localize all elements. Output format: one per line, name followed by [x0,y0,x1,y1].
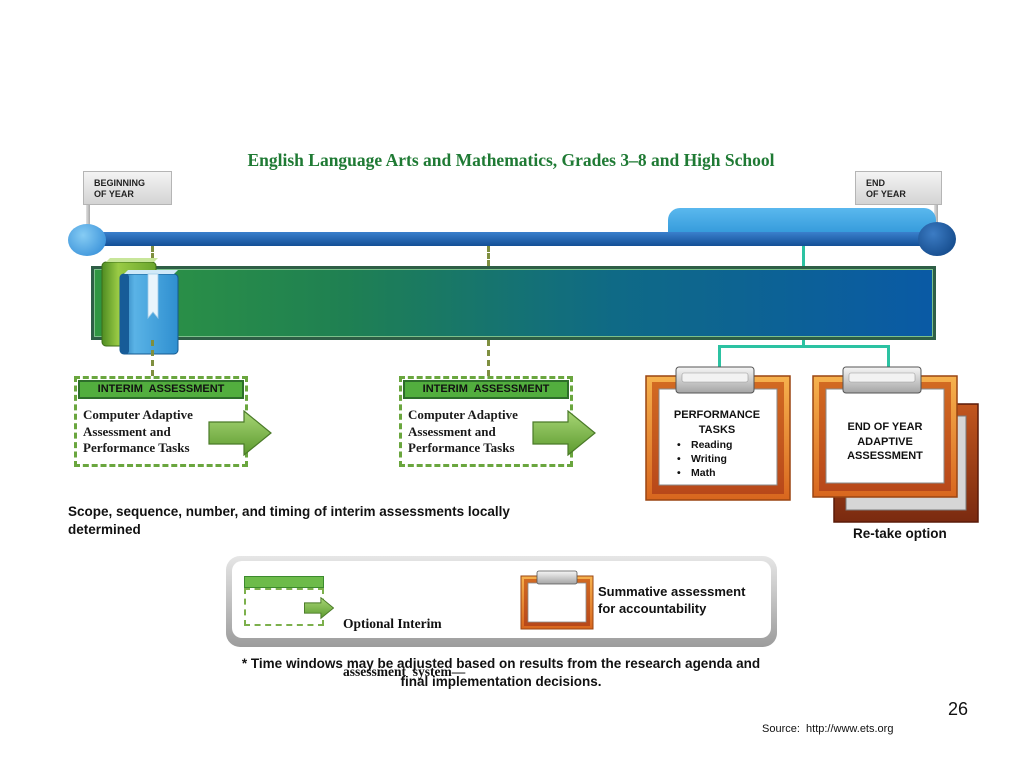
beginning-label-line: BEGINNING [94,178,146,188]
title-line: ASSESSMENT [847,450,923,462]
list-item-label: Writing [691,453,727,465]
interim-assessment-header: INTERIM ASSESSMENT [403,380,569,399]
beginning-label-line: OF YEAR [94,189,134,199]
clipboard-icon [645,366,791,501]
end-label-line: OF YEAR [866,189,906,199]
performance-tasks-list: •Reading •Writing •Math [677,438,732,480]
performance-tasks-title: PERFORMANCE TASKS [659,408,775,437]
summative-connector [802,340,805,348]
interim-connector [151,340,154,376]
summative-connector [887,345,890,367]
end-of-year-assessment-title: END OF YEAR ADAPTIVE ASSESSMENT [826,420,944,464]
legend-summative-label: Summative assessment for accountability [598,584,745,617]
beginning-of-year-label: BEGINNING OF YEAR [83,171,172,205]
interim-assessment-box: INTERIM ASSESSMENT Computer Adaptive Ass… [399,376,573,467]
legend-interim-header-swatch [244,576,324,588]
interim-assessment-header: INTERIM ASSESSMENT [78,380,244,399]
interim-assessment-description: Computer Adaptive Assessment and Perform… [83,407,193,457]
interim-connector [151,246,154,266]
end-label-line: END [866,178,886,188]
list-item-label: Reading [691,439,733,451]
page-number: 26 [948,699,969,719]
source-citation: Source: http://www.ets.org [762,723,894,735]
interim-connector [487,246,490,266]
arrow-right-icon [208,410,272,456]
arrow-right-icon [304,597,334,619]
end-pole [934,204,938,234]
description-line: Performance Tasks [408,440,515,455]
title-line: PERFORMANCE [673,409,761,421]
arrow-right-icon [532,410,596,456]
description-line: Assessment and [83,423,171,439]
summative-connector [718,345,890,348]
legend-optional-label: Optional Interim assessment system— [343,584,465,712]
clipboard-icon [812,366,958,498]
legend-line: Optional Interim [343,616,442,631]
timeline-bar [84,232,934,246]
legend-line: for accountability [598,600,707,616]
list-item: •Reading [677,439,733,451]
note-line: determined [68,522,141,537]
title-line: END OF YEAR [847,421,923,433]
instruction-band [91,266,936,340]
books-icon [101,258,179,355]
title-line: ADAPTIVE [857,435,913,448]
end-of-year-label: END OF YEAR [855,171,942,205]
scope-note: Scope, sequence, number, and timing of i… [68,503,510,539]
interim-assessment-description: Computer Adaptive Assessment and Perform… [408,407,518,457]
summative-connector [802,246,805,266]
slide-title: English Language Arts and Mathematics, G… [247,150,775,170]
legend-line: assessment system— [343,664,466,679]
timeline-end-cap [918,222,956,256]
clipboard-icon [520,570,594,630]
summative-connector [718,345,721,367]
timeline-start-cap [68,224,106,256]
footnote: * Time windows may be adjusted based on … [0,655,1002,691]
footnote-line: * Time windows may be adjusted based on … [241,656,761,671]
list-item: •Math [677,467,716,479]
description-line: Computer Adaptive [83,407,193,422]
beginning-pole [86,204,90,234]
list-item: •Writing [677,453,727,465]
legend-line: Summative assessment [598,584,746,599]
description-line: Assessment and [408,423,496,439]
footnote-line: final implementation decisions. [400,674,602,689]
list-item-label: Math [691,467,716,479]
description-line: Computer Adaptive [408,407,518,422]
retake-note: Re-take option [853,526,947,541]
description-line: Performance Tasks [83,440,190,455]
note-line: Scope, sequence, number, and timing of i… [68,504,510,519]
title-line: TASKS [698,423,736,436]
interim-connector [487,340,490,376]
